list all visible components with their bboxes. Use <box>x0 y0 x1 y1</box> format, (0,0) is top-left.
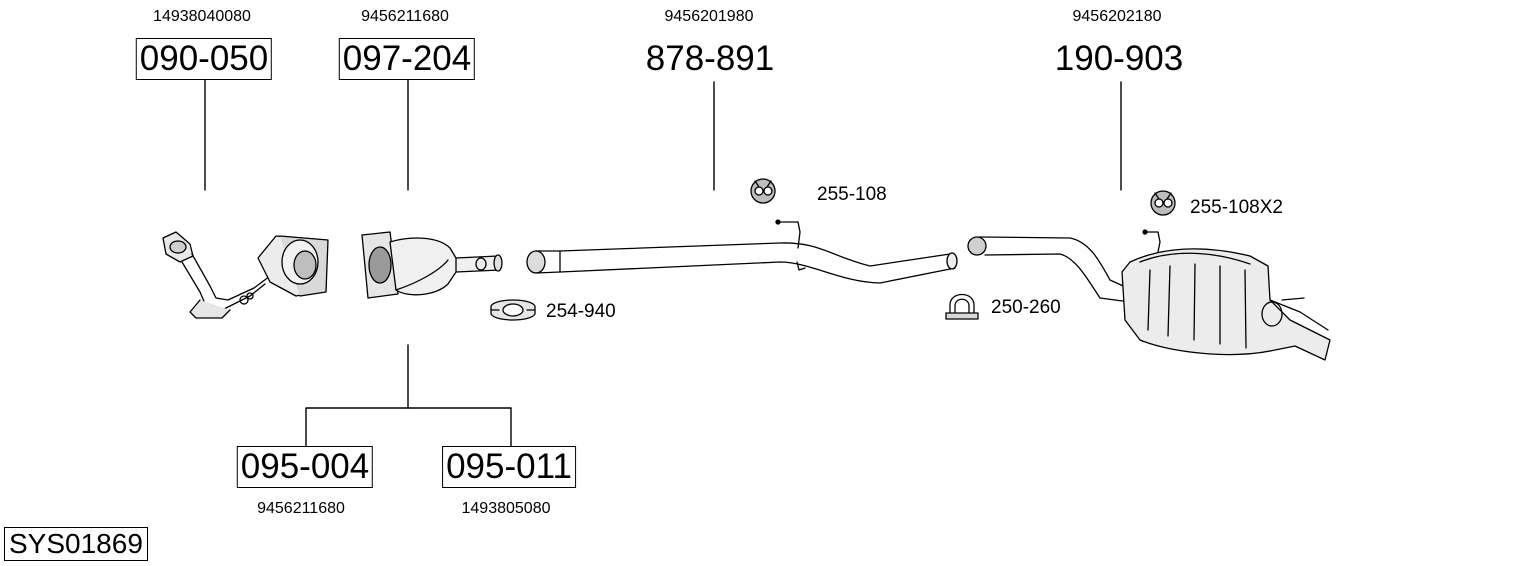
part-number-label[interactable]: 190-903 <box>1054 39 1184 78</box>
rubber-hanger-icon <box>1150 190 1176 216</box>
u-bolt-clamp-icon <box>945 293 979 320</box>
rear-silencer-drawing <box>967 229 1331 361</box>
accessory-code[interactable]: 250-260 <box>991 297 1061 318</box>
oem-number: 14938040080 <box>153 8 251 25</box>
rubber-hanger-icon <box>750 178 776 204</box>
part-number-label[interactable]: 090-050 <box>135 38 273 80</box>
part-number-label[interactable]: 095-011 <box>442 446 576 488</box>
part-number-label[interactable]: 095-004 <box>236 446 374 488</box>
intermediate-pipe-drawing <box>526 219 958 284</box>
accessory-code[interactable]: 255-108X2 <box>1190 197 1283 218</box>
part-number-label[interactable]: 097-204 <box>338 38 476 80</box>
system-code: SYS01869 <box>4 527 148 561</box>
oem-number: 9456211680 <box>257 500 345 517</box>
accessory-code[interactable]: 255-108 <box>817 184 887 205</box>
leader-lines <box>204 79 1122 447</box>
front-pipe-drawing <box>162 231 329 319</box>
accessory-code[interactable]: 254-940 <box>546 301 616 322</box>
oem-number: 9456201980 <box>664 8 754 25</box>
part-number-label[interactable]: 878-891 <box>645 39 775 78</box>
flange-clamp-icon <box>490 299 536 321</box>
catalytic-converter-drawing <box>361 231 503 299</box>
oem-number: 9456202180 <box>1072 8 1162 25</box>
oem-number: 1493805080 <box>461 500 551 517</box>
oem-number: 9456211680 <box>361 8 449 25</box>
